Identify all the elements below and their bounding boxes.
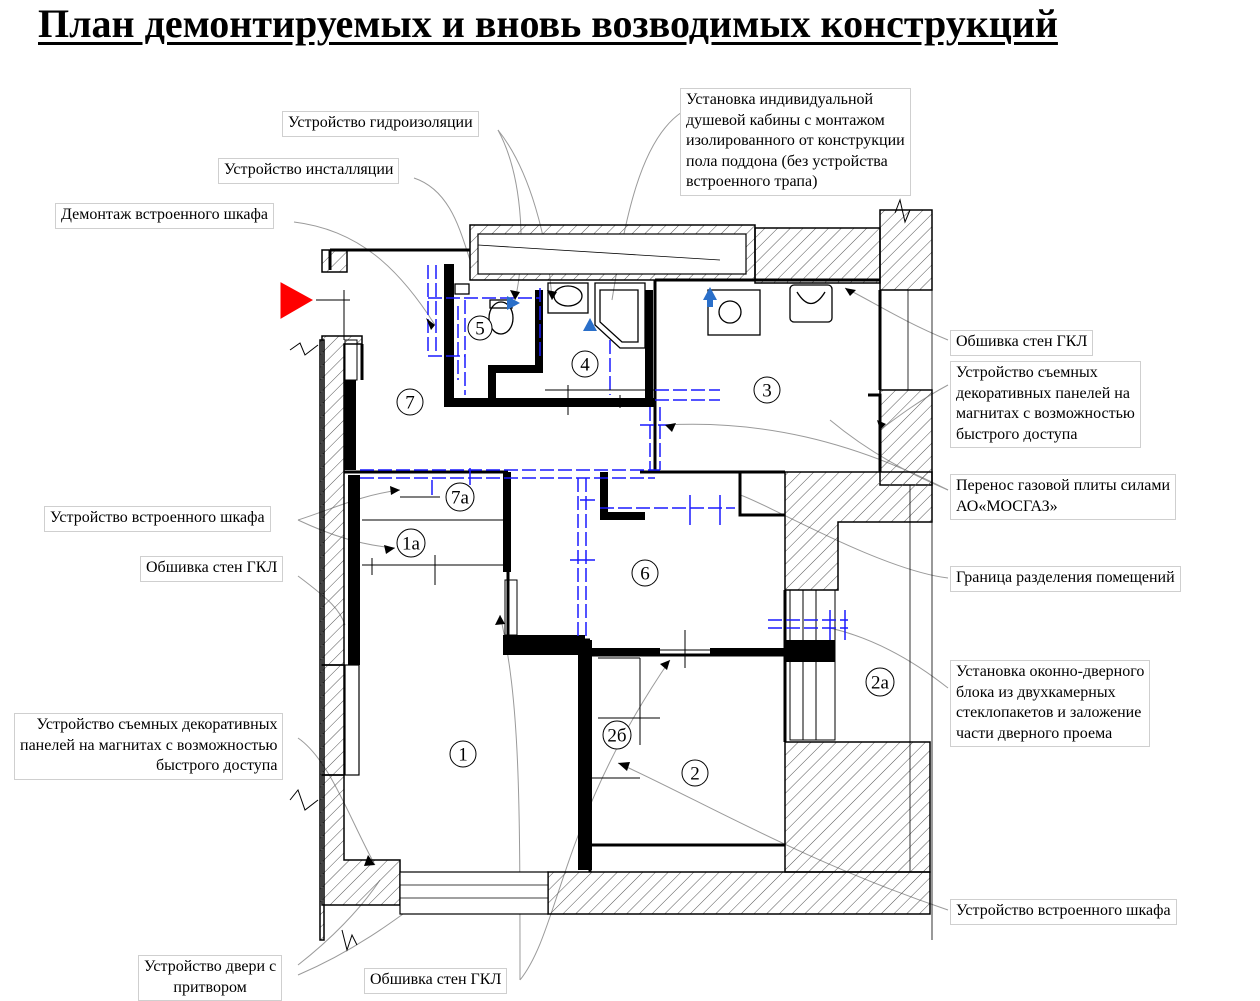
room-marker-4: [571, 350, 599, 378]
room-marker-2a: [865, 667, 895, 697]
page-title: План демонтируемых и вновь возводимых ко…: [38, 1, 1058, 46]
callout-door-vestibule: Устройство двери с притвором: [138, 955, 283, 1001]
room-label-1: 1: [458, 745, 468, 766]
callout-gkl-left: Обшивка стен ГКЛ: [140, 556, 284, 582]
room-label-4: 4: [580, 355, 590, 376]
room-label-1a: 1а: [402, 534, 421, 555]
callout-dismantle-wardrobe: Демонтаж встроенного шкафа: [55, 203, 274, 229]
callout-gas-stove: Перенос газовой плиты силами АО«МОСГАЗ»: [950, 474, 1177, 520]
room-marker-7: [396, 388, 424, 416]
callout-gkl-bottom: Обшивка стен ГКЛ: [364, 968, 508, 994]
structural-walls: [319, 209, 933, 941]
room-label-2a: 2а: [871, 673, 890, 694]
callout-window-door: Установка оконно-дверного блока из двухк…: [950, 660, 1151, 747]
flow-arrows: [507, 287, 717, 331]
room-label-7: 7: [405, 393, 415, 414]
room-marker-6: [631, 559, 659, 587]
room-label-3: 3: [762, 381, 772, 402]
callout-shower-cabin: Установка индивидуальной душевой кабины …: [680, 88, 911, 196]
callout-wardrobe-left: Устройство встроенного шкафа: [44, 506, 271, 532]
callout-removable-panels-left: Устройство съемных декоративных панелей …: [14, 713, 284, 780]
room-label-7a: 7а: [451, 488, 470, 509]
room-label-6: 6: [640, 564, 650, 585]
room-marker-3: [753, 376, 781, 404]
room-markers: [396, 315, 895, 787]
callout-room-boundary: Граница разделения помещений: [950, 566, 1181, 592]
new-partitions: [360, 265, 848, 640]
room-marker-1: [449, 740, 477, 768]
callout-waterproofing: Устройство гидроизоляции: [282, 111, 479, 137]
new-walls: [344, 264, 835, 870]
room-marker-5: [467, 315, 493, 341]
callout-wardrobe-bottom: Устройство встроенного шкафа: [950, 899, 1177, 925]
room-marker-1a: [396, 528, 426, 558]
room-label-2: 2: [690, 764, 700, 785]
room-label-2b: 2б: [607, 726, 626, 747]
room-marker-2: [681, 759, 709, 787]
room-marker-7a: [445, 482, 475, 512]
room-label-5: 5: [475, 319, 485, 340]
entrance-marker: [280, 282, 314, 319]
callout-removable-panels-right: Устройство съемных декоративных панелей …: [950, 361, 1141, 448]
room-marker-2b: [602, 720, 632, 750]
callout-gkl-right: Обшивка стен ГКЛ: [950, 330, 1094, 356]
callout-installation: Устройство инсталляции: [218, 158, 400, 184]
